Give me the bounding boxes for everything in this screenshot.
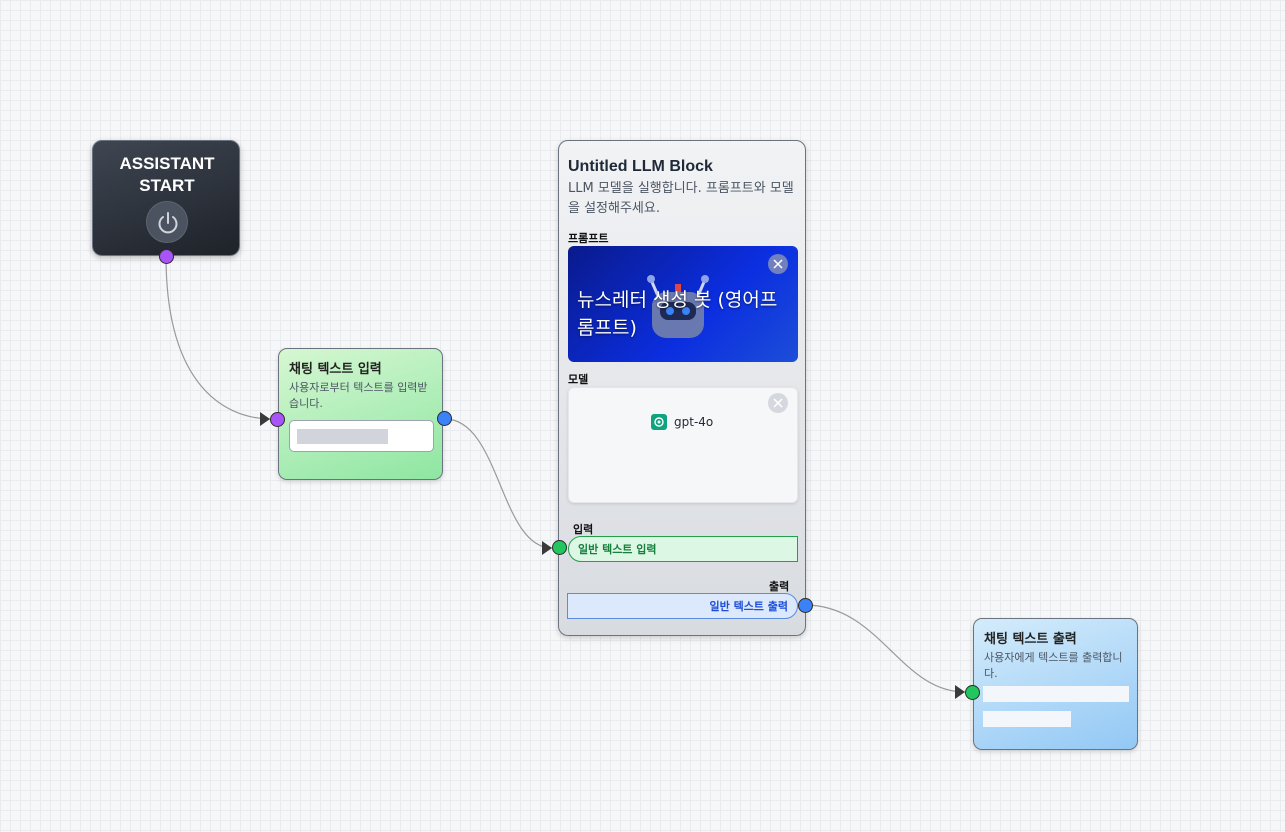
- model-name: gpt-4o: [674, 415, 714, 429]
- power-button[interactable]: [146, 201, 188, 243]
- prompt-label: 프롬프트: [568, 232, 609, 245]
- chat-output-in-port[interactable]: [965, 685, 980, 700]
- chat-output-arrow-icon: [955, 685, 965, 699]
- power-icon: [158, 212, 178, 234]
- chat-input-placeholder-bar: [297, 429, 388, 444]
- chat-output-line: [983, 711, 1071, 727]
- prompt-remove-button[interactable]: [768, 254, 788, 274]
- input-label: 입력: [573, 523, 594, 536]
- llm-input-field[interactable]: 일반 텍스트 입력: [568, 536, 798, 562]
- chat-output-description: 사용자에게 텍스트를 출력합니다.: [984, 651, 1123, 680]
- wire-llm-to-chat-output: [804, 604, 966, 693]
- chat-input-out-port[interactable]: [437, 411, 452, 426]
- model-card[interactable]: gpt-4o: [568, 387, 798, 503]
- openai-icon: [651, 414, 667, 430]
- start-node-title: ASSISTANT START: [119, 154, 215, 195]
- llm-block-node[interactable]: Untitled LLM Block LLM 모델을 실행합니다. 프롬프트와 …: [558, 140, 806, 636]
- wire-start-to-chat-input: [165, 255, 271, 420]
- chat-output-title: 채팅 텍스트 출력: [984, 632, 1077, 647]
- llm-output-port[interactable]: [798, 598, 813, 613]
- assistant-start-node[interactable]: ASSISTANT START: [92, 140, 240, 256]
- start-output-port[interactable]: [159, 249, 174, 264]
- chat-input-arrow-icon: [260, 412, 270, 426]
- llm-input-arrow-icon: [542, 541, 552, 555]
- chat-input-field[interactable]: [289, 420, 434, 452]
- llm-block-description: LLM 모델을 실행합니다. 프롬프트와 모델을 설정해주세요.: [568, 181, 794, 216]
- close-icon: [773, 259, 783, 269]
- llm-output-field[interactable]: 일반 텍스트 출력: [567, 593, 798, 619]
- chat-output-line: [983, 686, 1129, 702]
- robot-icon: [647, 275, 709, 338]
- llm-block-title: Untitled LLM Block: [568, 158, 713, 175]
- chat-text-output-node[interactable]: 채팅 텍스트 출력 사용자에게 텍스트를 출력합니다.: [973, 618, 1138, 750]
- llm-input-port[interactable]: [552, 540, 567, 555]
- close-icon: [773, 398, 783, 408]
- output-label: 출력: [769, 580, 790, 593]
- chat-input-in-port[interactable]: [270, 412, 285, 427]
- model-label: 모델: [568, 373, 589, 386]
- chat-input-title: 채팅 텍스트 입력: [289, 362, 382, 377]
- chat-input-description: 사용자로부터 텍스트를 입력받습니다.: [289, 381, 428, 410]
- prompt-name: 뉴스레터 생성 봇 (영어프롬프트): [577, 289, 778, 339]
- prompt-card[interactable]: 뉴스레터 생성 봇 (영어프롬프트): [568, 246, 798, 362]
- model-chip: gpt-4o: [651, 414, 713, 430]
- model-remove-button[interactable]: [768, 393, 788, 413]
- wire-chat-input-to-llm: [444, 418, 553, 549]
- chat-text-input-node[interactable]: 채팅 텍스트 입력 사용자로부터 텍스트를 입력받습니다.: [278, 348, 443, 480]
